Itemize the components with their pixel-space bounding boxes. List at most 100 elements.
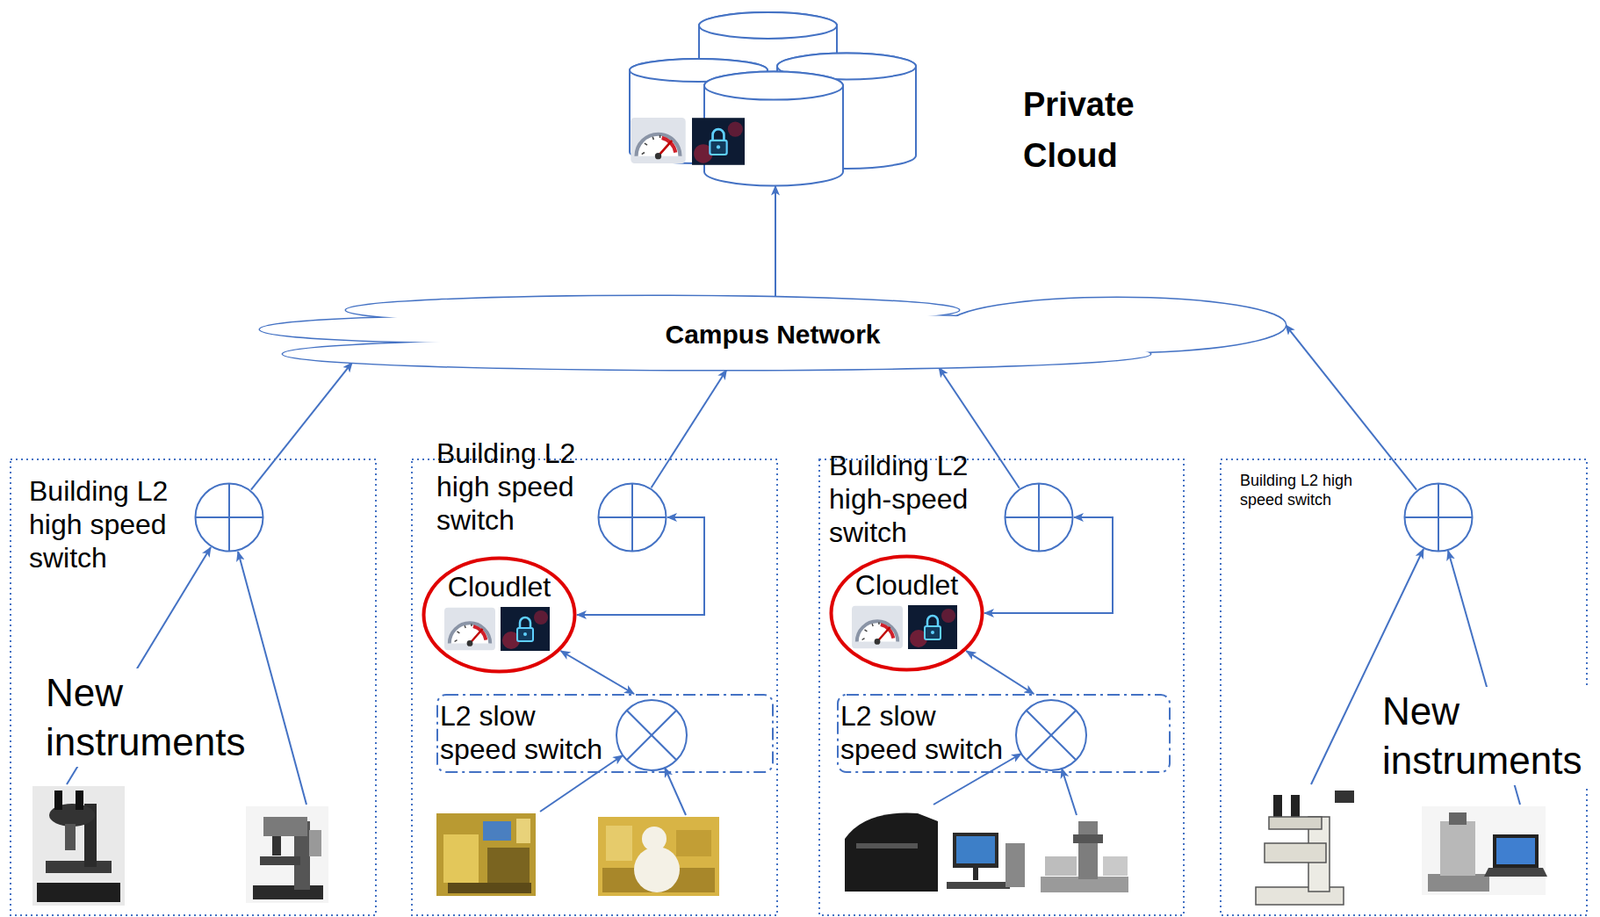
instrument-photo-part bbox=[1035, 816, 1133, 896]
instrument-photo-part bbox=[75, 790, 84, 810]
slow-switch-box: L2 slow speed switch bbox=[836, 693, 1171, 773]
instrument-photo-part bbox=[64, 823, 76, 851]
private-cloud-outline-part bbox=[704, 72, 844, 101]
cloudlet-icons bbox=[444, 605, 958, 651]
high-speed-switch-outline-part bbox=[1005, 483, 1074, 552]
instrument-photo-part bbox=[272, 836, 282, 856]
node-text: Campus Network bbox=[664, 318, 880, 351]
cloudlet-icons-part bbox=[444, 607, 496, 650]
instrument-photo-part bbox=[447, 882, 532, 894]
instrument-photo-part bbox=[259, 856, 301, 865]
instrument-photo-part bbox=[1290, 794, 1300, 820]
instrument-photo-part bbox=[844, 813, 938, 892]
connector-arrow bbox=[965, 650, 1034, 694]
node-text: Building L2 high-speed switch bbox=[828, 448, 996, 549]
instrument-photo-part bbox=[1239, 785, 1363, 909]
instrument-photo-part bbox=[952, 832, 999, 868]
building-boundary bbox=[10, 459, 1587, 916]
instrument-photo-part bbox=[1264, 843, 1327, 863]
slow-switch-symbol-part bbox=[1026, 710, 1077, 761]
cloudlet-icons-part bbox=[851, 605, 903, 649]
node-text: L2 slow speed switch bbox=[439, 699, 612, 766]
instrument-photo-part bbox=[252, 885, 324, 900]
instrument-label: New instruments bbox=[42, 668, 260, 767]
instrument-photo-part bbox=[309, 829, 322, 857]
instrument-photo-part bbox=[482, 821, 512, 841]
high-speed-switch-outline-part bbox=[228, 483, 231, 552]
instrument-photo-part bbox=[263, 816, 308, 837]
slow-switch-box-outline-part bbox=[837, 694, 1170, 772]
instrument-photo-part bbox=[838, 806, 1031, 903]
connector-arrow bbox=[774, 186, 777, 298]
high-speed-switch-outline-part bbox=[1037, 483, 1040, 552]
node-text: Cloudlet bbox=[828, 568, 985, 602]
private-cloud-outline bbox=[627, 8, 920, 188]
high-speed-switch-outline bbox=[1403, 482, 1474, 553]
instrument-photo-part bbox=[1005, 843, 1025, 887]
private-cloud-outline-part bbox=[699, 12, 837, 39]
instrument-photo bbox=[1421, 806, 1548, 895]
high-speed-switch-outline bbox=[194, 482, 265, 553]
node-text: Building L2 high speed switch bbox=[436, 436, 595, 537]
high-speed-switch: Building L2 high speed switch bbox=[194, 482, 265, 553]
private-cloud-outline-part bbox=[691, 117, 745, 166]
high-speed-switch: Building L2 high speed switch bbox=[1403, 482, 1474, 553]
instrument-photo-part bbox=[45, 860, 112, 873]
instrument-photo bbox=[1239, 785, 1363, 909]
instrument-photo-part bbox=[1448, 812, 1467, 825]
instrument-photo-part bbox=[436, 813, 536, 896]
instrument-photo-part bbox=[1268, 816, 1322, 829]
private-cloud-outline-part bbox=[630, 117, 685, 164]
high-speed-switch-outline-part bbox=[195, 483, 264, 552]
instrument-photo bbox=[598, 816, 720, 896]
high-speed-switch-outline bbox=[1003, 482, 1074, 553]
instrument-photo-part bbox=[956, 836, 995, 864]
instrument-photo-part bbox=[245, 806, 329, 903]
instrument-photo-part bbox=[1273, 794, 1283, 820]
instrument-photo-part bbox=[1492, 834, 1539, 868]
slow-switch-symbol-part bbox=[1026, 710, 1077, 761]
instrument-arrow-part bbox=[664, 767, 686, 815]
node-text: Cloudlet bbox=[421, 569, 577, 604]
instrument-photo-part bbox=[634, 846, 680, 893]
slow-switch-symbol-part bbox=[1016, 699, 1087, 771]
instrument-photo-part bbox=[676, 829, 712, 857]
instrument-photo-part bbox=[1255, 886, 1344, 905]
cloudlet: Cloudlet bbox=[421, 555, 577, 674]
instrument-photo-part bbox=[487, 847, 530, 883]
slow-switch-symbol-part bbox=[616, 699, 687, 771]
node-text: L2 slow speed switch bbox=[840, 699, 1012, 766]
connector-arrow bbox=[561, 650, 635, 694]
cloudlet: Cloudlet bbox=[828, 554, 985, 672]
instrument-photo-part bbox=[598, 816, 720, 896]
high-speed-switch-outline-part bbox=[1405, 483, 1473, 552]
high-speed-switch: Building L2 high-speed switch bbox=[1003, 482, 1074, 553]
instrument-photo-part bbox=[1334, 790, 1355, 803]
campus-network-outline-part bbox=[421, 313, 1125, 353]
slow-switch-box-outline-part bbox=[437, 694, 773, 772]
instrument-photo bbox=[838, 806, 1031, 903]
instrument-photo-part bbox=[36, 882, 121, 902]
slow-switch-symbol-part bbox=[627, 710, 678, 761]
instrument-photo-part bbox=[605, 825, 633, 861]
instrument-photo-part bbox=[1427, 873, 1490, 892]
private-cloud: Private Cloud bbox=[627, 8, 920, 188]
instrument-photo-part bbox=[516, 818, 531, 844]
instrument-photo-part bbox=[1078, 821, 1098, 880]
instrument-photo-part bbox=[946, 881, 1010, 889]
instrument-photo-part bbox=[1496, 837, 1536, 865]
slow-switch-symbol bbox=[616, 699, 1087, 771]
instrument-photo bbox=[436, 813, 536, 896]
instrument-photo bbox=[245, 806, 329, 903]
cloudlet-icons-part bbox=[500, 606, 550, 651]
node-text: Building L2 high speed switch bbox=[28, 474, 193, 575]
high-speed-switch-outline-part bbox=[598, 483, 667, 552]
instrument-photo-part bbox=[32, 785, 125, 906]
slow-switch-box: L2 slow speed switch bbox=[436, 693, 774, 773]
building-boundary-part bbox=[10, 459, 376, 916]
instrument-photo bbox=[1035, 816, 1133, 896]
instrument-photo-part bbox=[1073, 834, 1103, 844]
high-speed-switch-outline-part bbox=[631, 483, 634, 552]
instrument-photo-part bbox=[1484, 867, 1548, 877]
